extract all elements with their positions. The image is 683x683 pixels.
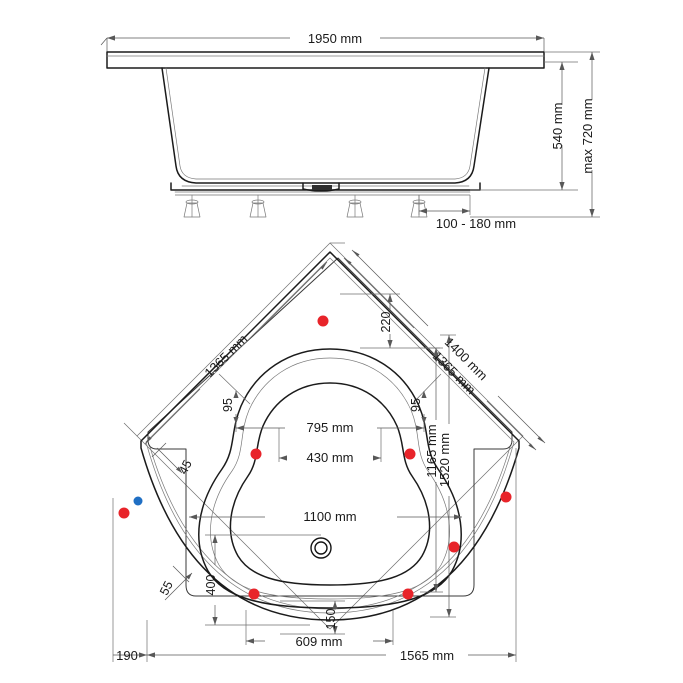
dimension-labels: 1950 mm 540 mm max 720 mm 100 - 180 mm 1… bbox=[116, 31, 595, 663]
label-foot-190: 190 bbox=[116, 648, 138, 663]
label-base-609: 609 mm bbox=[296, 634, 343, 649]
jet-nozzles-red bbox=[118, 315, 512, 600]
dim-150 bbox=[280, 600, 345, 635]
dim-795 bbox=[235, 424, 425, 432]
label-rim-95-left: 95 bbox=[221, 398, 235, 412]
jet-red bbox=[317, 315, 329, 327]
label-depth-1520: 1520 mm bbox=[437, 433, 452, 487]
label-diag-1365-left: 1365 mm bbox=[201, 331, 250, 380]
dim-609 bbox=[245, 610, 394, 645]
foot bbox=[183, 194, 201, 218]
bathtub-elevation-outline bbox=[106, 51, 545, 196]
dim-diag-1365-left bbox=[123, 261, 328, 445]
label-skirt-150: 150 bbox=[324, 609, 338, 630]
dim-430 bbox=[278, 428, 382, 462]
label-elevation-height: 540 mm bbox=[550, 103, 565, 150]
label-rim-95-right: 95 bbox=[409, 398, 423, 412]
dim-max720 bbox=[470, 51, 600, 218]
dim-45 bbox=[151, 442, 183, 474]
jet-nozzles-blue bbox=[133, 496, 143, 506]
plan-outer-footprint bbox=[136, 242, 524, 630]
label-depth-1165: 1165 mm bbox=[424, 424, 439, 477]
dim-400 bbox=[205, 534, 321, 626]
jet-red bbox=[500, 491, 512, 503]
label-inner-430: 430 mm bbox=[307, 450, 354, 465]
dim-55 bbox=[164, 565, 193, 601]
dim-1950 bbox=[100, 35, 545, 52]
label-rim-55: 55 bbox=[157, 579, 176, 598]
dim-diag-1400-right bbox=[330, 242, 546, 444]
bathtub-feet bbox=[183, 194, 428, 218]
dim-100-180 bbox=[418, 195, 471, 215]
label-inner-1100: 1100 mm bbox=[303, 509, 356, 524]
label-foot-range: 100 - 180 mm bbox=[436, 216, 516, 231]
jet-red bbox=[448, 541, 460, 553]
foot bbox=[249, 194, 267, 218]
label-drain-offset-400: 400 bbox=[204, 575, 218, 596]
dim-190 bbox=[112, 498, 147, 662]
drain-icon bbox=[310, 537, 332, 559]
plan-inner-bowl bbox=[198, 348, 462, 609]
label-corner-220: 220 bbox=[379, 312, 393, 333]
dim-1520 bbox=[430, 334, 456, 618]
dim-540 bbox=[470, 61, 578, 191]
jet-red bbox=[248, 588, 260, 600]
label-elevation-width: 1950 mm bbox=[308, 31, 362, 46]
label-inner-795: 795 mm bbox=[307, 420, 354, 435]
label-base-1565: 1565 mm bbox=[400, 648, 454, 663]
front-elevation-view bbox=[100, 35, 600, 218]
dim-1100 bbox=[189, 514, 462, 520]
dim-220 bbox=[340, 293, 440, 349]
label-rim-45: 45 bbox=[176, 458, 195, 477]
top-plan-view bbox=[112, 242, 546, 662]
jet-blue bbox=[133, 496, 143, 506]
dim-95-left bbox=[218, 373, 251, 424]
jet-red bbox=[118, 507, 130, 519]
jet-red bbox=[402, 588, 414, 600]
jet-red bbox=[404, 448, 416, 460]
dim-1165 bbox=[420, 347, 443, 593]
dim-diag-1365-right bbox=[343, 257, 537, 451]
foot bbox=[346, 194, 364, 218]
label-elevation-max-height: max 720 mm bbox=[580, 98, 595, 173]
jet-red bbox=[250, 448, 262, 460]
